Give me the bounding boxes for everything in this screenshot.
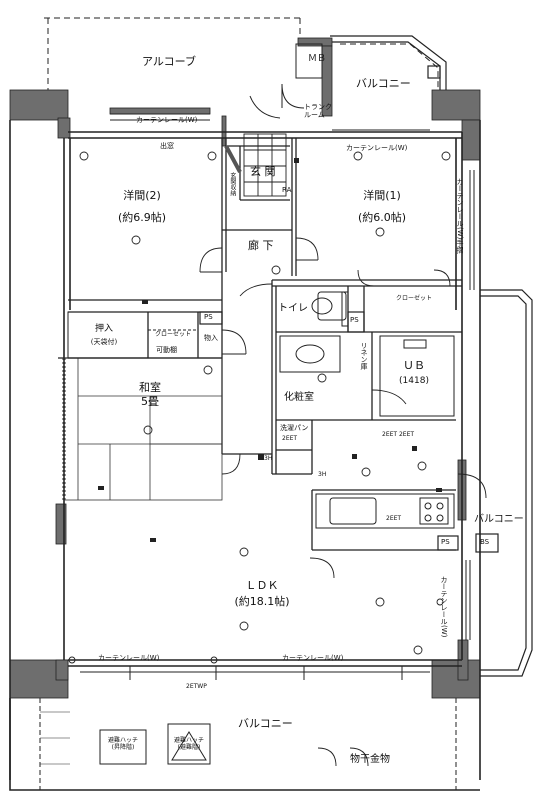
closet-left-label: クローゼット xyxy=(155,331,192,338)
top-balcony-rail xyxy=(330,35,447,96)
western-room-2-size: (約6.9帖) xyxy=(117,211,167,224)
out-window-label: 出窓 xyxy=(160,142,174,150)
closet-right-label: クローゼット xyxy=(396,295,433,302)
ps-label-left: PS xyxy=(204,313,213,321)
ra-label: RA xyxy=(282,186,292,194)
ps-label-toilet: PS xyxy=(350,316,359,324)
balcony-bottom-label: バルコニー xyxy=(238,717,293,730)
bathroom xyxy=(379,335,455,417)
code-2eet-label: 2EET 2EET xyxy=(382,431,415,438)
interior-walls xyxy=(58,138,462,551)
alcove-label: アルコーブ xyxy=(142,55,197,68)
storage-small-label: 物入 xyxy=(204,334,218,342)
oshiire-sub-label: (天袋付) xyxy=(90,338,118,346)
curtain-rail-top-label: カーテンレール(W) xyxy=(136,116,198,124)
curtain-rail-bottom-left-label: カーテンレール(W) xyxy=(98,654,160,662)
outlet-markers xyxy=(98,158,442,542)
balcony-top-label: バルコニー xyxy=(356,77,411,90)
laundry-pan-label: 洗濯パン xyxy=(280,424,309,432)
code-2eet-a-label: 2EET xyxy=(282,435,298,442)
code-3h-a-label: 3H xyxy=(264,455,273,462)
toilet-label: トイレ xyxy=(278,303,308,314)
movable-shelf-label: 可動棚 xyxy=(156,346,177,354)
evac-hatch-2-label: 避難ハッチ (避難階) xyxy=(173,737,205,751)
western-room-1-name: 洋間(1) xyxy=(363,189,401,202)
evac-hatch-1-label: 避難ハッチ (昇降階) xyxy=(107,737,139,751)
exterior-walls xyxy=(9,120,481,791)
curtain-rail-mid-label: カーテンレール(W) xyxy=(346,144,408,152)
fixture-markers xyxy=(68,151,451,664)
ub-size-label: (1418) xyxy=(399,376,429,386)
vanity-sink xyxy=(279,335,341,373)
code-2eet-b-label: 2EET xyxy=(386,515,402,522)
drying-hardware-label: 物干金物 xyxy=(350,754,390,765)
kitchen-counter xyxy=(315,493,455,529)
toilet-fixture xyxy=(311,291,349,327)
hallway-label: 廊 下 xyxy=(248,239,274,252)
ps-label-kitchen: PS xyxy=(441,538,450,546)
balcony-right-label: バルコニー xyxy=(474,514,524,525)
western-room-2-name: 洋間(2) xyxy=(123,189,161,202)
right-balcony-rail xyxy=(475,289,533,677)
ps-boxes xyxy=(199,311,459,551)
entrance-label: 玄 関 xyxy=(250,165,276,178)
linen-label: リネン庫 xyxy=(360,342,369,370)
trunk-room-label: トランク ルーム xyxy=(304,103,332,119)
ldk-size: (約18.1帖) xyxy=(234,595,290,608)
oshiire-frame xyxy=(67,311,198,359)
shoe-storage-label: 玄関収納 xyxy=(228,172,236,196)
ldk-name: ＬＤＫ xyxy=(245,579,279,592)
tatami-grid xyxy=(62,357,223,501)
oshiire-label: 押入 xyxy=(94,324,114,334)
curtain-rail-handrail-label: カーテンレール(W)手摺 xyxy=(456,178,465,254)
washitsu-size: 5畳 xyxy=(141,395,159,408)
vanity-label: 化粧室 xyxy=(284,392,314,403)
bs-label: BS xyxy=(480,538,490,546)
mb-area xyxy=(249,43,323,119)
washitsu-name: 和室 xyxy=(139,381,161,394)
mb-label: ＭＢ xyxy=(308,54,327,64)
code-3h-b-label: 3H xyxy=(318,471,327,478)
ub-label: ＵＢ xyxy=(403,359,425,372)
western-room-1-size: (約6.0帖) xyxy=(357,211,407,224)
entrance-area xyxy=(224,133,287,197)
curtain-rail-bottom-right-label: カーテンレール(W) xyxy=(282,654,344,662)
code-2etwp-label: 2ETWP xyxy=(186,683,207,690)
door-swings xyxy=(199,237,487,767)
curtain-rail-right-label: カーテンレール(W) xyxy=(440,576,449,638)
window-lines xyxy=(80,113,475,680)
bottom-balcony xyxy=(39,698,457,790)
